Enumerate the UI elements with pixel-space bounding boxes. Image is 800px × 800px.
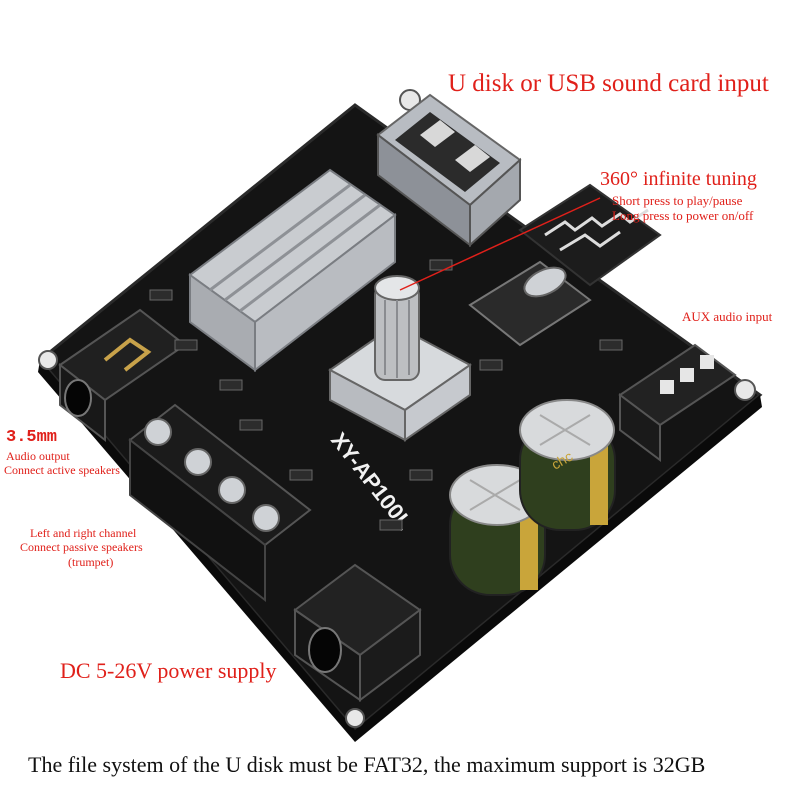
lr-channel-label: Left and right channel [30, 526, 137, 540]
crystal [523, 266, 567, 298]
rotary-encoder-icon [328, 275, 472, 442]
lr-trumpet: (trumpet) [68, 555, 114, 569]
tuning-leader-line [399, 197, 601, 291]
usb-port [376, 93, 522, 248]
tuning-title: 360° infinite tuning [600, 168, 757, 190]
dc-barrel-jack [293, 563, 422, 702]
aux-jack [618, 343, 737, 462]
pcb-edge [38, 360, 355, 742]
usb-input-label: U disk or USB sound card input [448, 70, 769, 97]
capacitor: chc [519, 399, 616, 531]
dc-power-label: DC 5-26V power supply [60, 658, 277, 683]
jack-audio-output: Audio output [6, 449, 70, 463]
bluetooth-antenna-icon [544, 208, 649, 237]
footer-note: The file system of the U disk must be FA… [28, 752, 706, 777]
lr-connect-passive: Connect passive speakers [20, 540, 143, 554]
tuning-long-press: Long press to power on/off [612, 208, 754, 223]
capacitor [449, 464, 546, 596]
aux-label: AUX audio input [682, 309, 773, 324]
heatsink [188, 168, 397, 373]
mounting-hole [38, 350, 58, 370]
mounting-hole [734, 379, 756, 401]
jack-size-label: 3.5mm [6, 428, 58, 447]
mounting-hole [345, 708, 365, 728]
pcb-edge-right [355, 395, 762, 742]
audio-jack-3.5mm [58, 308, 187, 443]
tuning-short-press: Short press to play/pause [612, 193, 743, 208]
smd-components [149, 259, 623, 531]
bluetooth-module [518, 183, 662, 287]
screw-terminal-block [128, 403, 312, 603]
jack-connect-active: Connect active speakers [4, 463, 120, 477]
